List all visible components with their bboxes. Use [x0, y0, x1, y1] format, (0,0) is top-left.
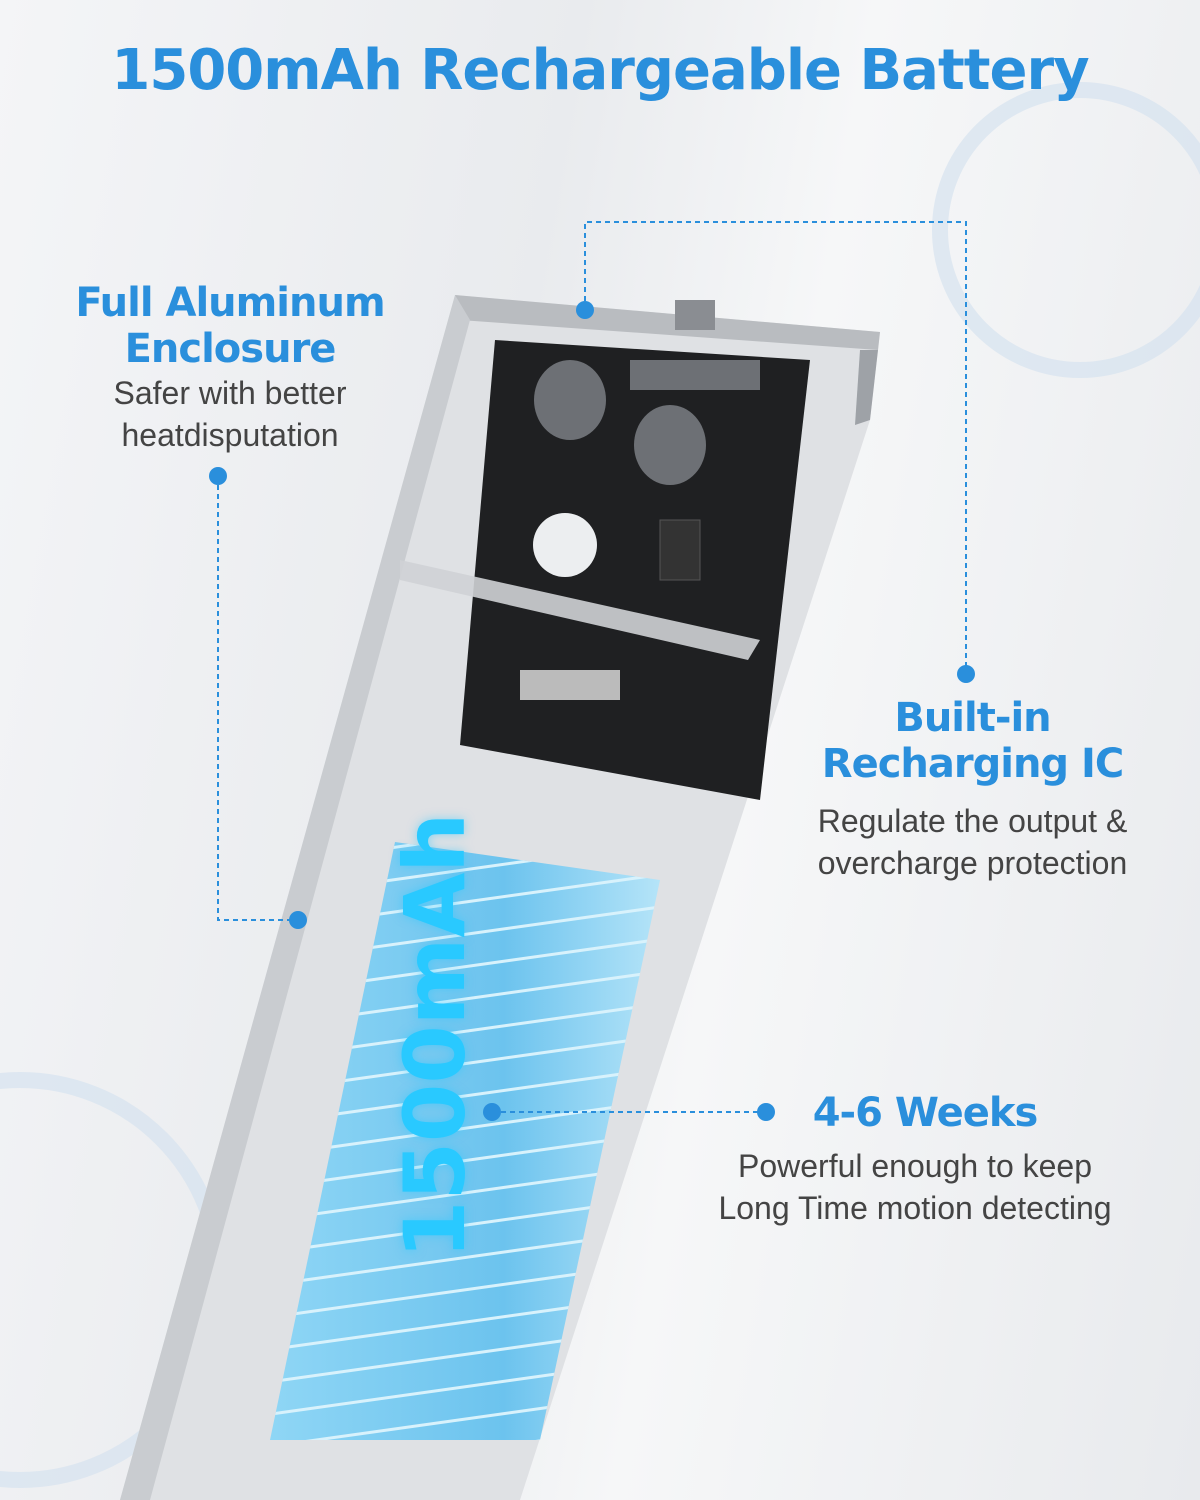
enclosure-heading: Full Aluminum Enclosure [30, 280, 430, 372]
charging-ic-desc-line1: Regulate the output & [817, 803, 1128, 839]
charging-ic-heading-line1: Built-in [894, 695, 1051, 741]
charging-ic-heading: Built-in Recharging IC [770, 695, 1175, 787]
charging-ic-desc-line2: overcharge protection [817, 845, 1128, 881]
duration-heading: 4-6 Weeks [812, 1090, 1039, 1136]
circuit-board [400, 340, 810, 800]
charging-ic-description: Regulate the output & overcharge protect… [770, 800, 1175, 884]
page-title: 1500mAh Rechargeable Battery [111, 38, 1089, 103]
duration-description: Powerful enough to keep Long Time motion… [670, 1145, 1160, 1229]
battery-capacity-label: 1500mAh [386, 812, 484, 1259]
enclosure-description: Safer with better heatdisputation [30, 372, 430, 456]
duration-desc-line1: Powerful enough to keep [737, 1148, 1093, 1184]
enclosure-desc-line2: heatdisputation [121, 417, 339, 453]
buttons [534, 300, 760, 485]
duration-desc-line2: Long Time motion detecting [718, 1190, 1112, 1226]
enclosure-desc-line1: Safer with better [113, 375, 347, 411]
enclosure-heading-line1: Full Aluminum [75, 280, 385, 326]
callout-lines [217, 221, 967, 1113]
callout-dots [209, 301, 975, 1121]
enclosure-heading-line2: Enclosure [124, 326, 337, 372]
battery-pack [270, 842, 660, 1440]
charging-ic-heading-line2: Recharging IC [821, 741, 1124, 787]
